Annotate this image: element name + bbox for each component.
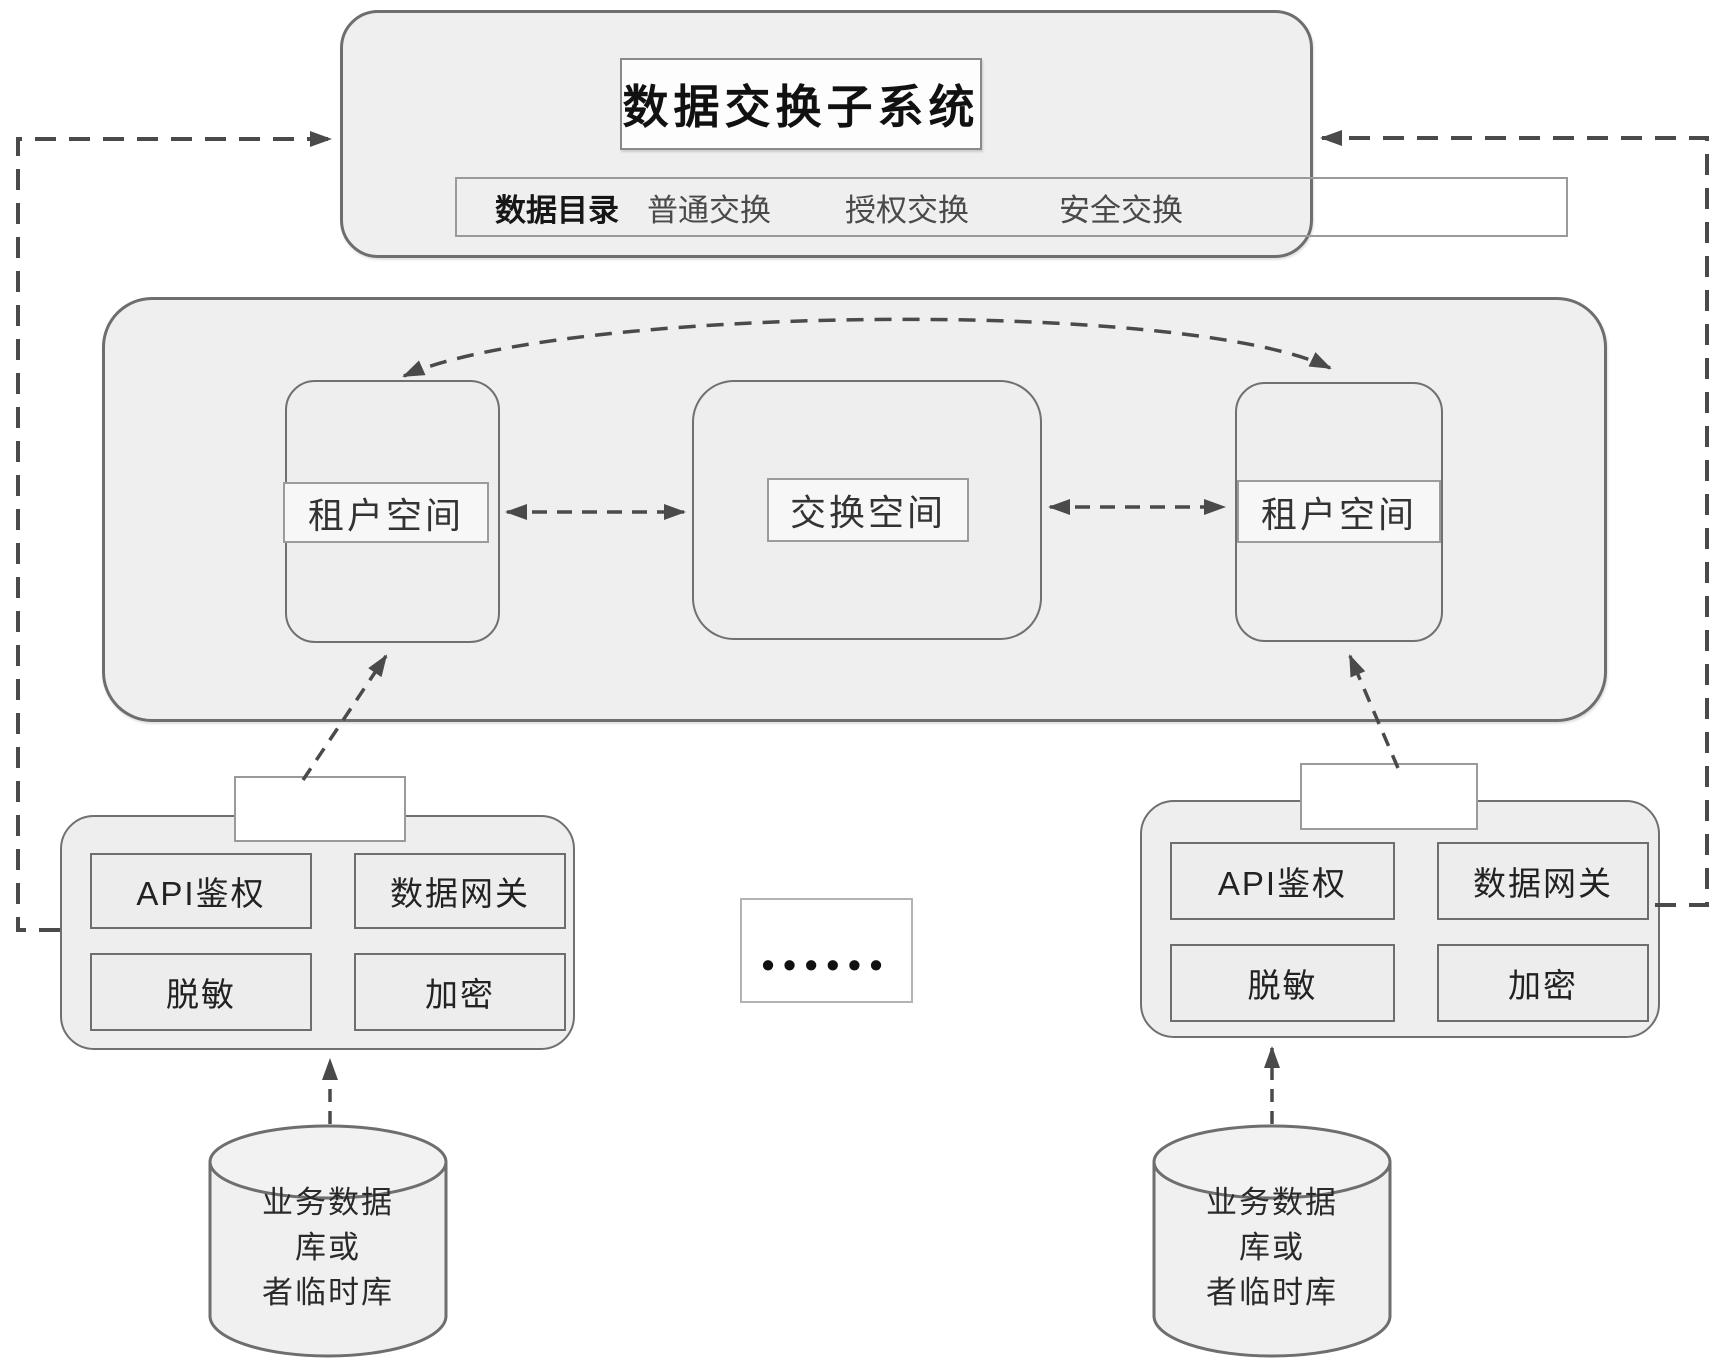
module-api-auth-left: API鉴权: [90, 853, 312, 929]
exchange-space-text: 交换空间: [789, 492, 946, 533]
tenant-space-right-label: 租户空间: [1237, 480, 1441, 543]
tenant-space-left-label: 租户空间: [283, 482, 489, 543]
module-desensitize-right-text: 脱敏: [1247, 967, 1318, 1004]
database-left-line2: 库或: [295, 1230, 361, 1265]
module-encrypt-right: 加密: [1437, 944, 1649, 1022]
database-right-line1: 业务数据: [1206, 1185, 1338, 1220]
ellipsis-dots: ••••••: [761, 943, 892, 985]
tab-authorized-exchange: 授权交换: [845, 192, 969, 228]
gateway-right-container: API鉴权 数据网关 脱敏 加密: [1140, 800, 1660, 1038]
database-right-label: 业务数据 库或 者临时库: [1162, 1180, 1382, 1315]
gateway-left-tab: [234, 776, 406, 842]
module-data-gateway-left-text: 数据网关: [390, 875, 530, 912]
tenant-space-left-box: 租户空间: [283, 380, 500, 643]
module-encrypt-left: 加密: [354, 953, 566, 1031]
tab-secure-exchange: 安全交换: [1059, 192, 1183, 228]
tenant-space-right-text: 租户空间: [1260, 493, 1417, 535]
module-api-auth-left-text: API鉴权: [136, 875, 266, 912]
database-left-line1: 业务数据: [262, 1185, 394, 1220]
exchange-space-box: 交换空间: [692, 380, 1042, 640]
database-left-line3: 者临时库: [262, 1275, 394, 1310]
tab-data-catalog: 数据目录: [495, 192, 619, 228]
module-data-gateway-right: 数据网关: [1437, 842, 1649, 920]
ellipsis-box: ••••••: [740, 898, 913, 1003]
subsystem-tab-row: 数据目录 普通交换 授权交换 安全交换: [455, 177, 1568, 237]
tenant-space-left-text: 租户空间: [307, 494, 464, 536]
module-data-gateway-right-text: 数据网关: [1473, 865, 1613, 902]
module-desensitize-right: 脱敏: [1170, 944, 1395, 1022]
database-left-label: 业务数据 库或 者临时库: [218, 1180, 438, 1315]
module-encrypt-left-text: 加密: [425, 976, 495, 1013]
exchange-space-label: 交换空间: [767, 478, 969, 542]
subsystem-title-text: 数据交换子系统: [622, 81, 980, 133]
tenant-space-right-box: 租户空间: [1235, 382, 1443, 642]
subsystem-title: 数据交换子系统: [620, 58, 982, 150]
module-encrypt-right-text: 加密: [1508, 967, 1578, 1004]
database-right-line2: 库或: [1239, 1230, 1305, 1265]
gateway-left-container: API鉴权 数据网关 脱敏 加密: [60, 815, 575, 1050]
module-api-auth-right-text: API鉴权: [1217, 865, 1348, 902]
gateway-right-tab: [1300, 763, 1478, 830]
database-right-line3: 者临时库: [1206, 1275, 1338, 1310]
tab-normal-exchange: 普通交换: [647, 192, 771, 228]
module-desensitize-left-text: 脱敏: [166, 976, 236, 1013]
module-data-gateway-left: 数据网关: [354, 853, 566, 929]
module-api-auth-right: API鉴权: [1170, 842, 1395, 920]
module-desensitize-left: 脱敏: [90, 953, 312, 1031]
